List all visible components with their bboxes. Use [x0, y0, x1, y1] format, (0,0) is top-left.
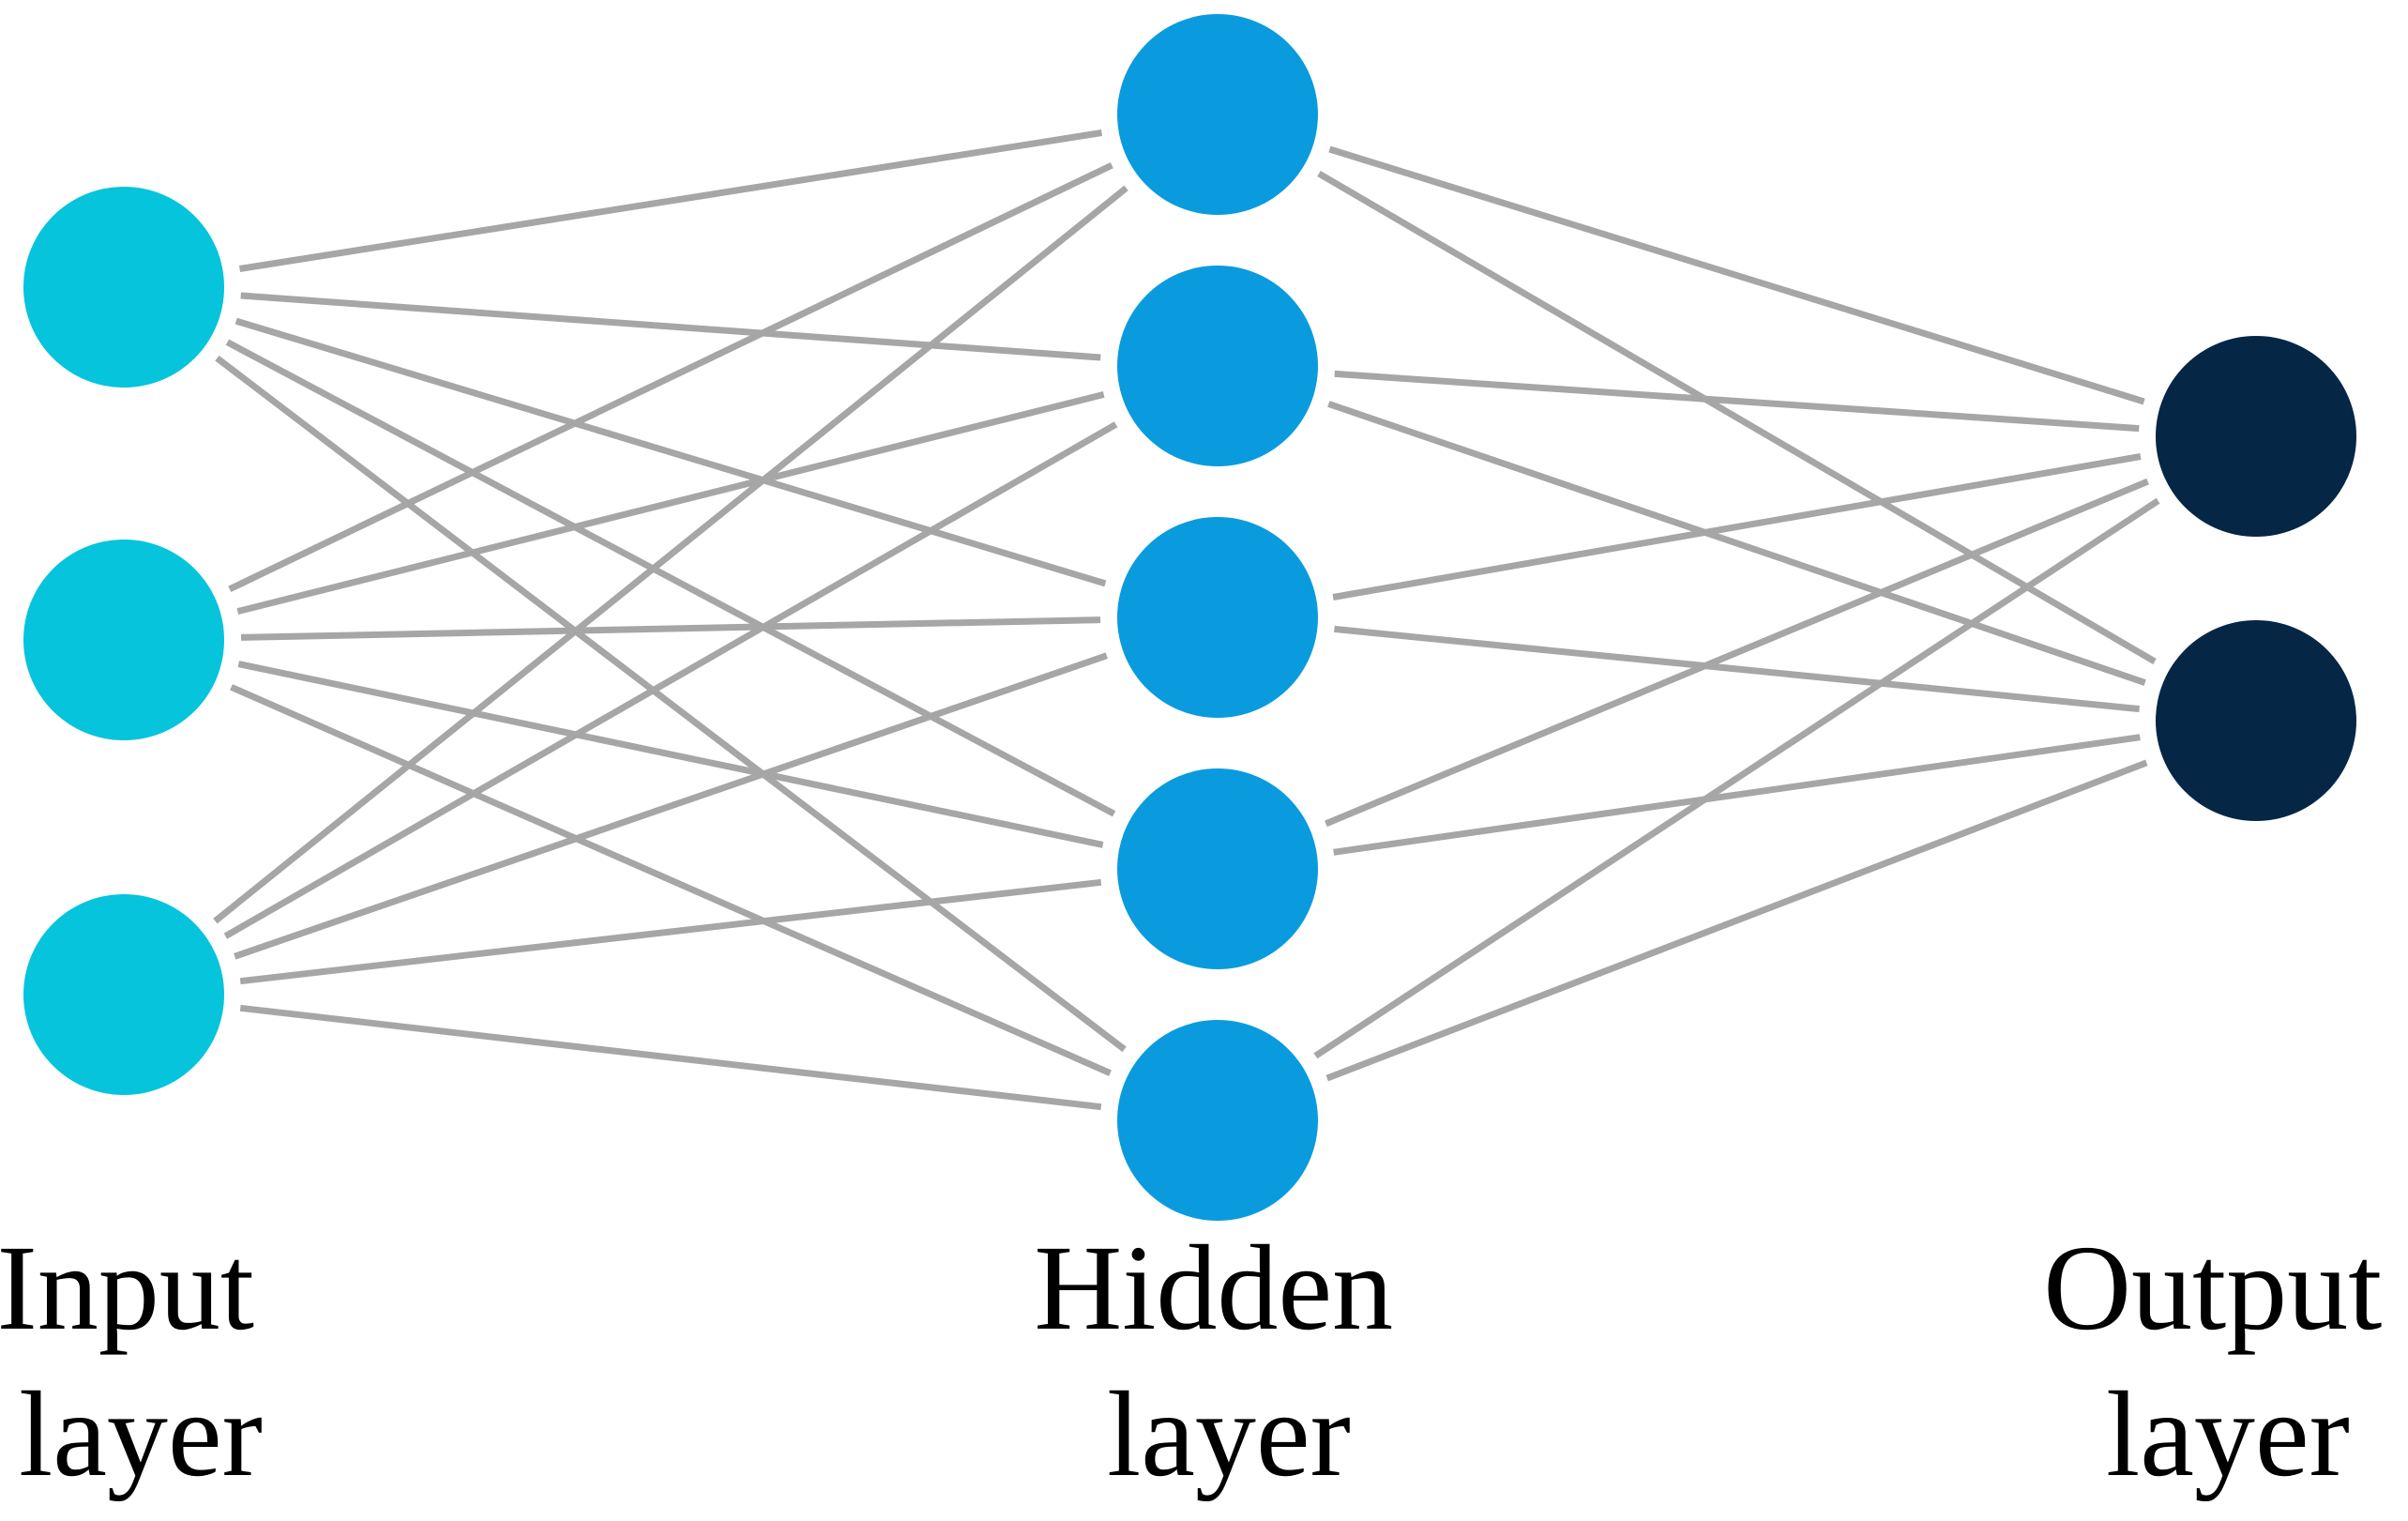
hidden-node-2: [1117, 266, 1318, 466]
edge-input-1-hidden-4: [225, 339, 1116, 817]
nodes-layer: [23, 14, 2356, 1221]
edge-input-1-hidden-2: [240, 292, 1101, 361]
edge-hidden-1-output-1: [1328, 145, 2145, 405]
input-node-1: [23, 187, 224, 388]
edge-input-3-hidden-4: [239, 878, 1102, 985]
edge-hidden-5-output-1: [1313, 497, 2160, 1059]
edge-hidden-2-output-2: [1327, 401, 2146, 686]
input-node-2: [23, 540, 224, 740]
hidden-node-5: [1117, 1020, 1318, 1221]
edge-hidden-4-output-1: [1325, 478, 2149, 828]
edge-hidden-1-output-2: [1317, 170, 2157, 665]
edge-input-2-hidden-4: [237, 661, 1104, 848]
hidden-node-3: [1117, 517, 1318, 718]
edge-input-1-hidden-1: [238, 129, 1103, 272]
output-layer-label: Output layer: [2043, 1221, 2408, 1502]
input-layer-label-line2: layer: [19, 1367, 263, 1502]
edge-input-1-hidden-3: [235, 317, 1107, 587]
edge-input-1-hidden-5: [215, 355, 1127, 1053]
input-layer-label: Input layer: [0, 1221, 284, 1502]
output-layer-label-line2: layer: [2106, 1367, 2350, 1502]
edge-input-2-hidden-5: [230, 684, 1112, 1076]
edge-input-2-hidden-1: [228, 161, 1113, 593]
output-layer-label-line1: Output: [2043, 1221, 2382, 1356]
output-node-1: [2156, 336, 2356, 537]
hidden-node-1: [1117, 14, 1318, 215]
hidden-layer-label-line1: Hidden: [1034, 1221, 1393, 1356]
input-node-3: [23, 894, 224, 1095]
hidden-layer-label-line2: layer: [1107, 1367, 1351, 1502]
edge-input-3-hidden-1: [213, 185, 1128, 924]
output-node-2: [2156, 620, 2356, 821]
edge-hidden-5-output-2: [1325, 759, 2148, 1082]
edge-hidden-2-output-1: [1334, 370, 2140, 433]
edge-input-3-hidden-2: [223, 421, 1118, 939]
edge-input-2-hidden-3: [240, 616, 1101, 641]
hidden-node-4: [1117, 768, 1318, 969]
input-layer-label-line1: Input: [0, 1221, 254, 1356]
edge-input-3-hidden-3: [234, 652, 1108, 960]
edge-input-2-hidden-2: [236, 391, 1105, 615]
hidden-layer-label: Hidden layer: [1034, 1221, 1423, 1502]
edges-layer: [213, 129, 2160, 1111]
edge-input-3-hidden-5: [239, 1004, 1102, 1111]
edge-hidden-3-output-1: [1332, 453, 2142, 601]
edge-hidden-3-output-2: [1334, 625, 2140, 713]
edge-hidden-4-output-2: [1333, 734, 2141, 856]
